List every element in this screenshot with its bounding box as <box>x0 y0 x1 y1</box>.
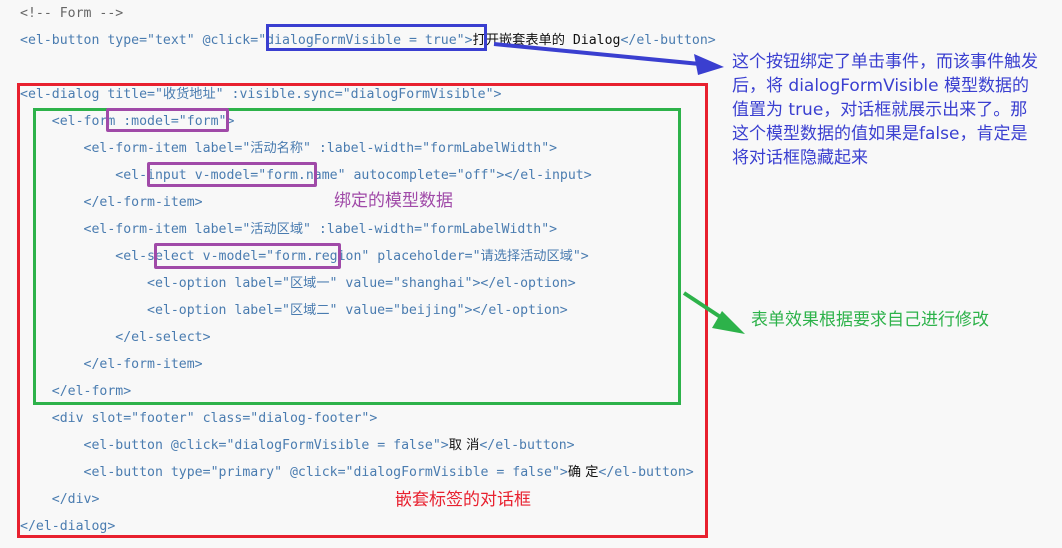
model-binding-note: 绑定的模型数据 <box>334 191 453 211</box>
code-token: <el-form-item label=" <box>83 141 251 156</box>
green-arrow-icon <box>682 291 745 334</box>
indent <box>20 195 84 210</box>
indent <box>20 168 115 183</box>
indent <box>20 303 147 318</box>
code-line: <el-button @click="dialogFormVisible = f… <box>20 432 575 459</box>
dialog-note: 嵌套标签的对话框 <box>395 490 531 510</box>
code-token: <el-input <box>115 168 195 183</box>
code-line: <el-option label="区域二" value="beijing"><… <box>20 297 568 324</box>
code-token: " value="beijing"></el-option> <box>329 303 568 318</box>
code-token: placeholder=" <box>377 249 481 264</box>
indent <box>20 276 147 291</box>
code-token: </el-select> <box>115 330 211 345</box>
code-line: <div slot="footer" class="dialog-footer"… <box>20 405 378 432</box>
code-line: <el-form-item label="活动名称" :label-width=… <box>20 135 558 162</box>
code-line: <el-dialog title="收货地址" :visible.sync="d… <box>20 81 502 108</box>
code-line: <el-option label="区域一" value="shanghai">… <box>20 270 576 297</box>
code-token: <el-option label=" <box>147 276 290 291</box>
indent <box>20 465 84 480</box>
code-token: > <box>464 33 473 48</box>
indent <box>20 330 115 345</box>
code-line: </el-select> <box>20 324 211 351</box>
code-token: 活动区域 <box>250 222 304 237</box>
indent <box>20 249 115 264</box>
code-token: autocomplete="off"></el-input> <box>353 168 592 183</box>
code-token: " :label-width="formLabelWidth"> <box>303 222 558 237</box>
code-line: </div> <box>20 486 100 513</box>
code-line: </el-form-item> <box>20 351 203 378</box>
code-token: </el-dialog> <box>20 519 116 534</box>
code-token: <el-button type="primary" @click="dialog… <box>83 465 568 480</box>
note-line: 值置为 true，对话框就展示出来了。那 <box>732 100 1028 120</box>
code-token: <el-form <box>51 114 124 129</box>
code-token: <div slot="footer" class="dialog-footer"… <box>51 411 378 426</box>
code-token: 区域一 <box>289 276 330 291</box>
code-token: <el-option label=" <box>147 303 290 318</box>
code-line: <el-button type="text" @click="dialogFor… <box>20 27 716 54</box>
code-token: </el-form-item> <box>83 195 203 210</box>
code-token: "dialogFormVisible = true" <box>258 33 465 48</box>
code-token: </el-button> <box>598 465 694 480</box>
code-token: <!-- Form --> <box>20 6 124 21</box>
code-token: <el-form-item label=" <box>83 222 251 237</box>
code-token: </el-button> <box>479 438 575 453</box>
code-token: "> <box>572 249 589 264</box>
code-token: v-model="form.name" <box>194 168 354 183</box>
indent <box>20 492 52 507</box>
form-note: 表单效果根据要求自己进行修改 <box>751 310 989 330</box>
code-token: 打开嵌套表单的 <box>472 33 565 48</box>
code-token: <el-dialog title=" <box>20 87 163 102</box>
code-line: <!-- Form --> <box>20 0 123 27</box>
code-token: 确 定 <box>567 465 599 480</box>
code-line: <el-form-item label="活动区域" :label-width=… <box>20 216 558 243</box>
code-token: 取 消 <box>448 438 480 453</box>
code-token: :model="form"> <box>123 114 235 129</box>
code-line: <el-form :model="form"> <box>20 108 235 135</box>
code-line: </el-dialog> <box>20 513 115 540</box>
note-line: 这个按钮绑定了单击事件，而该事件触发 <box>732 52 1038 72</box>
indent <box>20 114 52 129</box>
code-token: </div> <box>51 492 100 507</box>
indent <box>20 222 84 237</box>
code-token: </el-form> <box>51 384 132 399</box>
code-token: " :label-width="formLabelWidth"> <box>303 141 558 156</box>
code-line: </el-form> <box>20 378 131 405</box>
indent <box>20 357 84 372</box>
indent <box>20 438 84 453</box>
code-token: 区域二 <box>289 303 330 318</box>
indent <box>20 141 84 156</box>
button-explanation-note: 这个按钮绑定了单击事件，而该事件触发 后，将 dialogFormVisible… <box>732 50 1062 170</box>
code-token: <el-button type="text" @click= <box>20 33 259 48</box>
code-token: </el-button> <box>620 33 716 48</box>
indent <box>20 384 52 399</box>
code-line: </el-form-item> <box>20 189 203 216</box>
note-line: 这个模型数据的值如果是false，肯定是 <box>732 124 1028 144</box>
code-token: " value="shanghai"></el-option> <box>329 276 576 291</box>
note-line: 将对话框隐藏起来 <box>732 148 868 168</box>
code-line: <el-input v-model="form.name" autocomple… <box>20 162 592 189</box>
code-token: 活动名称 <box>250 141 304 156</box>
code-line: <el-select v-model="form.region" placeho… <box>20 243 589 270</box>
indent <box>20 411 52 426</box>
code-token: 收货地址 <box>162 87 216 102</box>
note-line: 后，将 dialogFormVisible 模型数据的 <box>732 76 1030 96</box>
code-token: <el-select <box>115 249 203 264</box>
code-token: 请选择活动区域 <box>480 249 573 264</box>
code-token: Dialog <box>564 33 621 48</box>
code-token: " :visible.sync="dialogFormVisible"> <box>215 87 502 102</box>
code-token: <el-button @click="dialogFormVisible = f… <box>83 438 449 453</box>
code-token: v-model="form.region" <box>202 249 378 264</box>
code-token: </el-form-item> <box>83 357 203 372</box>
code-line: <el-button type="primary" @click="dialog… <box>20 459 694 486</box>
